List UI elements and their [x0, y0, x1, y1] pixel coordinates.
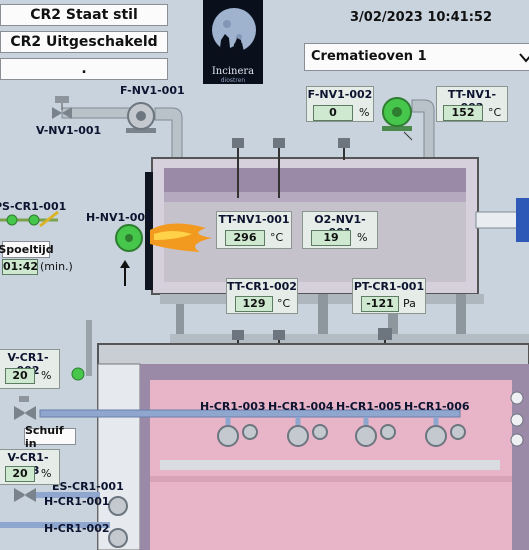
up-arrow-icon	[120, 260, 130, 286]
support-leg-4	[456, 294, 466, 334]
thermocouple-top-1-icon	[232, 138, 244, 198]
tt-nv1-002-value: 152	[443, 105, 483, 121]
main-chamber-door	[97, 363, 141, 550]
label-h-cr1-006: H-CR1-006	[404, 400, 470, 413]
label-h-cr1-003: H-CR1-003	[200, 400, 266, 413]
oven-select[interactable]: Crematieoven 1	[304, 43, 529, 71]
spoeltijd-value: 01:42	[2, 259, 39, 275]
moon-dog-cat-logo-icon	[212, 8, 256, 56]
status-box-2: CR2 Uitgeschakeld	[0, 31, 168, 53]
burner-h-cr1-003-icon[interactable]	[217, 417, 258, 447]
oven-select-value: Crematieoven 1	[311, 49, 427, 64]
panel-tt-nv1-002: TT-NV1-002 152 °C	[436, 86, 508, 122]
panel-pt-cr1-001: PT-CR1-001 -121 Pa	[352, 278, 426, 314]
air-manifold	[39, 409, 461, 418]
exhaust-pipe	[411, 99, 435, 159]
door-handle	[86, 320, 92, 376]
label-f-nv1-001: F-NV1-001	[120, 84, 185, 97]
pressure-switch-ps-cr1-001-icon[interactable]	[0, 210, 59, 228]
flame-icon	[150, 223, 212, 252]
panel-o2-nv1-001: O2-NV1-001 19 %	[302, 211, 378, 249]
chevron-down-icon	[519, 53, 529, 63]
logo-text: Incinera	[211, 66, 255, 77]
label-h-cr1-005: H-CR1-005	[336, 400, 402, 413]
main-chamber-interior	[150, 364, 512, 550]
burner-h-cr1-005-icon[interactable]	[355, 417, 396, 447]
logo-subtext: diostren	[220, 77, 246, 84]
o2-nv1-001-unit: %	[357, 231, 368, 244]
panel-tt-nv1-001: TT-NV1-001 296 °C	[216, 211, 292, 249]
tt-cr1-002-value: 129	[235, 296, 273, 312]
f-nv1-002-unit: %	[359, 106, 370, 119]
spoeltijd-unit: (min.)	[40, 260, 73, 273]
panel-f-nv1-002: F-NV1-002 0 %	[306, 86, 374, 122]
status-box-3: .	[0, 58, 168, 80]
tt-nv1-001-unit: °C	[270, 231, 284, 244]
panel-tt-cr1-002: TT-CR1-002 129 °C	[226, 278, 298, 314]
label-h-cr1-001: H-CR1-001	[44, 495, 110, 508]
pt-cr1-001-unit: Pa	[403, 297, 416, 310]
panel-pt-cr1-001-title: PT-CR1-001	[353, 280, 425, 293]
label-h-cr1-004: H-CR1-004	[268, 400, 334, 413]
datetime: 3/02/2023 10:41:52	[350, 10, 493, 25]
thermocouple-top-3-icon	[338, 138, 350, 160]
panel-v-cr1-002: V-CR1-002 20 %	[0, 349, 60, 389]
v-cr1-003-unit: %	[41, 467, 52, 480]
v-cr1-002-value: 20	[5, 368, 35, 384]
schuif-in-button[interactable]: Schuif in	[24, 424, 76, 450]
main-chamber-left-wall	[140, 364, 150, 550]
f-nv1-002-value: 0	[313, 105, 353, 121]
panel-tt-cr1-002-title: TT-CR1-002	[227, 280, 297, 293]
air-pipe-inlet	[61, 107, 135, 119]
right-ports	[510, 391, 524, 447]
valve-v-nv1-001-icon[interactable]	[52, 96, 72, 119]
burner-h-cr1-002-icon[interactable]	[108, 528, 128, 548]
tt-cr1-002-unit: °C	[277, 297, 291, 310]
tt-nv1-002-unit: °C	[488, 106, 502, 119]
valve-main-air-icon[interactable]	[14, 396, 36, 420]
panel-v-cr1-003: V-CR1-003 20 %	[0, 449, 60, 485]
support-leg-2	[318, 294, 328, 334]
label-es-cr1-001: ES-CR1-001	[52, 480, 124, 493]
panel-f-nv1-002-title: F-NV1-002	[307, 88, 373, 101]
burner-h-cr1-004-icon[interactable]	[287, 417, 328, 447]
support-leg-1	[176, 304, 184, 334]
label-ps-cr1-001: PS-CR1-001	[0, 200, 67, 213]
air-pipe-bend	[154, 107, 183, 159]
status-box-1: CR2 Staat stil	[0, 4, 168, 26]
fan-f-nv1-002-icon[interactable]	[382, 97, 413, 141]
label-h-cr1-002: H-CR1-002	[44, 522, 110, 535]
burner-fan-h-nv1-001-icon[interactable]	[115, 224, 143, 252]
fan-f-nv1-001-icon[interactable]	[126, 102, 156, 133]
burner-h-cr1-006-icon[interactable]	[425, 417, 466, 447]
o2-nv1-001-value: 19	[311, 230, 351, 246]
tt-nv1-001-value: 296	[225, 230, 265, 246]
burner-h-cr1-001-icon[interactable]	[108, 496, 128, 516]
label-v-nv1-001: V-NV1-001	[36, 124, 102, 137]
support-leg-3	[388, 294, 398, 334]
v-cr1-002-unit: %	[41, 369, 52, 382]
process-diagram	[0, 96, 529, 550]
thermocouple-top-2-icon	[273, 138, 285, 198]
v-cr1-003-value: 20	[5, 466, 35, 482]
spoeltijd-label: Spoeltijd	[0, 241, 54, 258]
logo: Incinera diostren	[203, 0, 263, 84]
label-h-nv1-001: H-NV1-001	[86, 211, 153, 224]
pt-cr1-001-value: -121	[361, 296, 399, 312]
valve-lower-air-icon[interactable]	[14, 488, 36, 502]
panel-tt-nv1-001-title: TT-NV1-001	[218, 213, 290, 226]
status-indicator-green	[71, 367, 85, 381]
